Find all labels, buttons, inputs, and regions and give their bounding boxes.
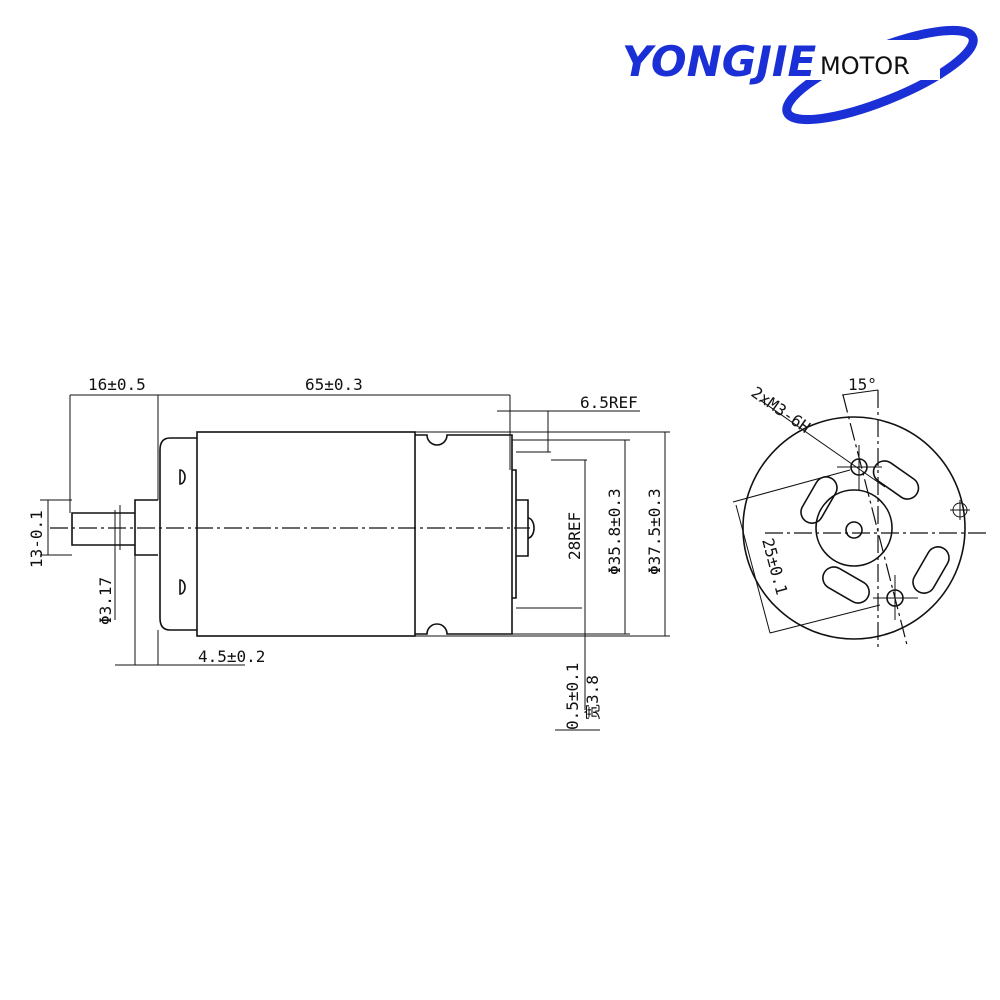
logo-brand: YONGJIE	[622, 37, 816, 86]
dim-terminal-ref: 6.5REF	[580, 393, 638, 412]
logo: YONGJIE MOTOR	[622, 25, 978, 125]
dim-shaft-diameter: Φ3.17	[96, 577, 115, 625]
dim-body-length: 65±0.3	[305, 375, 363, 394]
dim-shaft-length: 16±0.5	[88, 375, 146, 394]
dim-outer-diameter: Φ37.5±0.3	[645, 488, 664, 575]
dim-hole-angle: 15°	[848, 375, 877, 394]
dim-terminal-thickness: 0.5±0.1	[563, 663, 582, 730]
dim-inner-diameter: Φ35.8±0.3	[605, 488, 624, 575]
logo-suffix: MOTOR	[820, 52, 910, 80]
dim-terminal-width: 宽3.8	[583, 675, 602, 720]
dim-mount-holes: 2xM3-6H	[748, 383, 814, 437]
end-view: 15° 2xM3-6H 25±0.1	[732, 375, 990, 648]
dim-terminal-height: 28REF	[565, 512, 584, 560]
dim-hole-spacing: 25±0.1	[758, 536, 791, 597]
dim-flat-width: 13-0.1	[27, 510, 46, 568]
dim-boss-length: 4.5±0.2	[198, 647, 265, 666]
side-view: 16±0.5 65±0.3 6.5REF 4.5±0.2 13-0.1 Φ3.1…	[27, 375, 670, 731]
